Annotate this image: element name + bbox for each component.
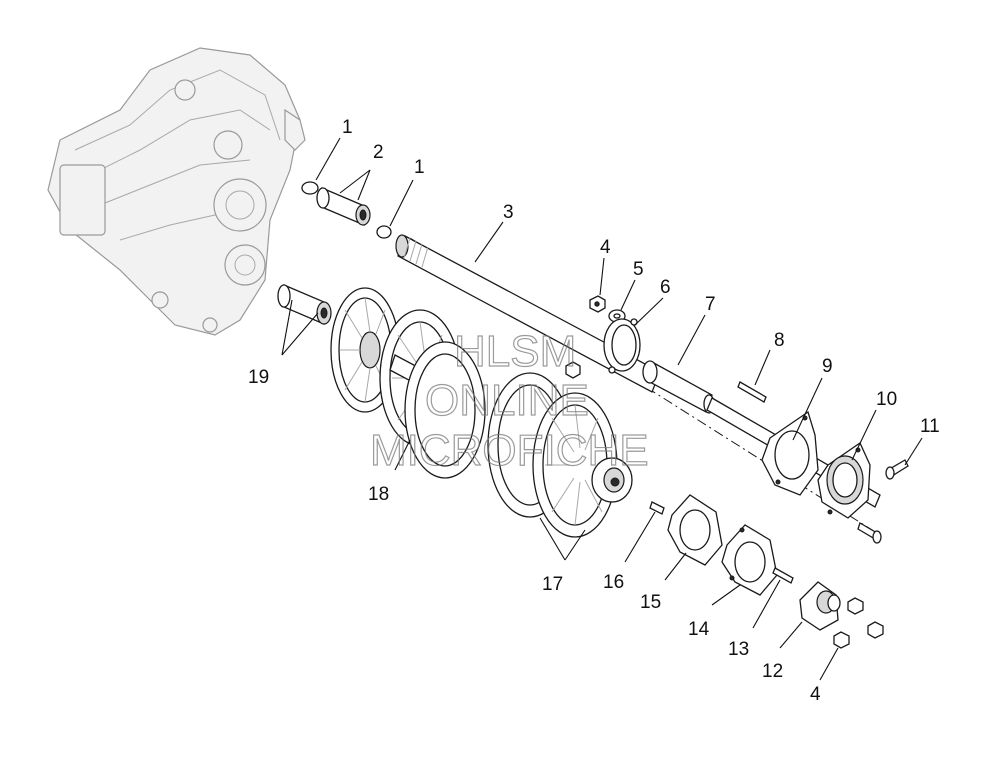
gearcase-housing-ghost [47, 47, 306, 336]
gasket [667, 494, 723, 566]
bearing-flange-plate [761, 410, 819, 496]
woodruff-key [737, 381, 767, 403]
callout-7: 7 [705, 294, 716, 315]
leader-lines [281, 137, 923, 681]
nuts-bottom [833, 597, 884, 649]
callout-9: 9 [822, 356, 833, 377]
watermark-line-2: ONLINE [425, 376, 589, 425]
callout-14: 14 [688, 619, 710, 640]
callout-13: 13 [728, 639, 749, 660]
callout-11: 11 [920, 416, 940, 437]
callout-4-bottom: 4 [810, 684, 821, 705]
bearing-sleeve [277, 284, 332, 325]
callout-5: 5 [633, 259, 644, 280]
callout-16: 16 [603, 572, 624, 593]
callout-2: 2 [373, 142, 384, 163]
callout-4-top: 4 [600, 237, 611, 258]
callout-labels: 1 2 1 3 4 5 6 7 8 9 10 11 12 13 14 15 16… [248, 117, 940, 705]
end-cap [799, 581, 841, 631]
callout-3: 3 [503, 202, 514, 223]
drive-sprocket-right [487, 372, 633, 538]
callout-17: 17 [542, 574, 563, 595]
callout-18: 18 [368, 484, 389, 505]
bolts [857, 459, 909, 544]
bearing-assembly [817, 442, 871, 519]
seal-ring [603, 318, 641, 374]
drive-sprocket-left [330, 287, 486, 479]
cover-plate [721, 524, 778, 596]
circlip-left [301, 181, 319, 195]
needle-bearing-sleeve [316, 186, 371, 227]
watermark-line-1: HLSM [454, 327, 576, 376]
callout-1-right: 1 [414, 157, 425, 178]
callout-12: 12 [762, 661, 783, 682]
callout-8: 8 [774, 330, 785, 351]
pin [649, 501, 665, 515]
callout-6: 6 [660, 277, 671, 298]
watermark: HLSM ONLINE MICROFICHE [369, 326, 649, 475]
callout-15: 15 [640, 592, 661, 613]
callout-19: 19 [248, 367, 269, 388]
callout-1-left: 1 [342, 117, 353, 138]
circlip-right [376, 225, 392, 239]
small-key [772, 567, 794, 584]
watermark-line-3: MICROFICHE [370, 426, 649, 475]
nut-sprocket [565, 361, 581, 379]
callout-10: 10 [876, 389, 897, 410]
nut-small-top [589, 295, 606, 313]
